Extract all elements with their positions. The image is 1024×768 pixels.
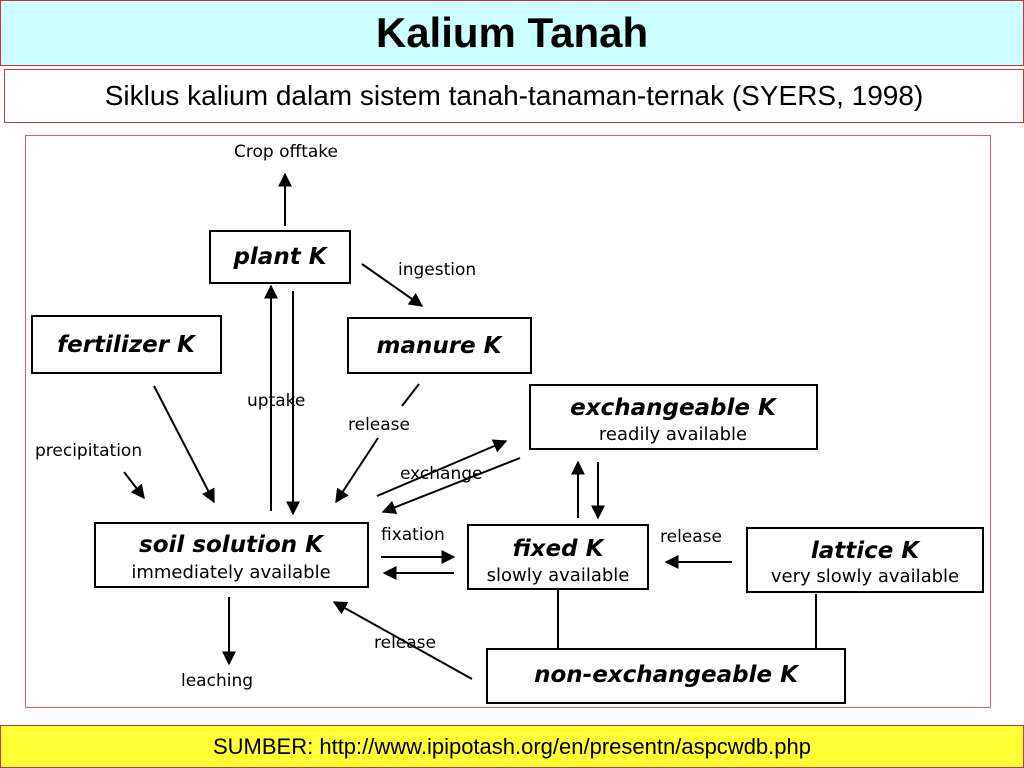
diagram-canvas: plant K fertilizer K manure K exchangeab…	[31, 142, 984, 704]
exchangeable-k-title: exchangeable K	[570, 395, 778, 421]
label-release-manure: release	[348, 415, 410, 435]
label-precipitation: precipitation	[35, 441, 142, 461]
plant-k-title: plant K	[232, 244, 328, 270]
non-exchangeable-k-box	[486, 648, 846, 704]
fixed-k-box	[467, 524, 649, 590]
exchangeable-k-box	[529, 384, 818, 450]
label-exchange: exchange	[400, 464, 483, 484]
source-bar: SUMBER: http://www.ipipotash.org/en/pres…	[0, 725, 1024, 768]
exchangeable-k-subtitle: readily available	[599, 424, 747, 445]
arrow-manure-release-top	[401, 383, 420, 407]
label-crop-offtake: Crop offtake	[234, 142, 338, 162]
soil-solution-k-subtitle: immediately available	[131, 562, 330, 583]
slide-subtitle: Siklus kalium dalam sistem tanah-tanaman…	[4, 69, 1024, 123]
slide-title: Kalium Tanah	[0, 0, 1024, 66]
non-exchangeable-k-title: non-exchangeable K	[534, 662, 800, 688]
manure-k-title: manure K	[376, 333, 503, 359]
arrow-ingestion	[361, 263, 424, 307]
arrow-exchange-to-exchangeable	[376, 439, 508, 497]
label-leaching: leaching	[181, 671, 253, 691]
arrow-nonexch-release	[332, 601, 473, 680]
lattice-k-subtitle: very slowly available	[771, 566, 959, 587]
lattice-k-title: lattice K	[811, 538, 922, 564]
manure-k-box	[347, 317, 532, 374]
arrow-fertilizer-to-solution	[153, 385, 215, 504]
label-release-lattice: release	[660, 527, 722, 547]
potassium-cycle-diagram: plant K fertilizer K manure K exchangeab…	[25, 135, 991, 708]
arrow-manure-release	[335, 437, 379, 504]
fixed-k-title: fixed K	[513, 536, 606, 562]
soil-solution-k-box	[94, 522, 369, 588]
label-release-nonexch: release	[374, 633, 436, 653]
arrow-exchange-to-solution	[381, 457, 521, 514]
label-fixation: fixation	[381, 525, 445, 545]
arrow-precipitation	[123, 471, 145, 500]
label-ingestion: ingestion	[398, 260, 476, 280]
soil-solution-k-title: soil solution K	[139, 532, 325, 558]
plant-k-box	[209, 230, 351, 284]
lattice-k-box	[746, 527, 984, 593]
label-uptake: uptake	[247, 391, 305, 411]
fertilizer-k-title: fertilizer K	[57, 332, 197, 358]
fixed-k-subtitle: slowly available	[487, 565, 630, 586]
fertilizer-k-box	[31, 315, 222, 374]
